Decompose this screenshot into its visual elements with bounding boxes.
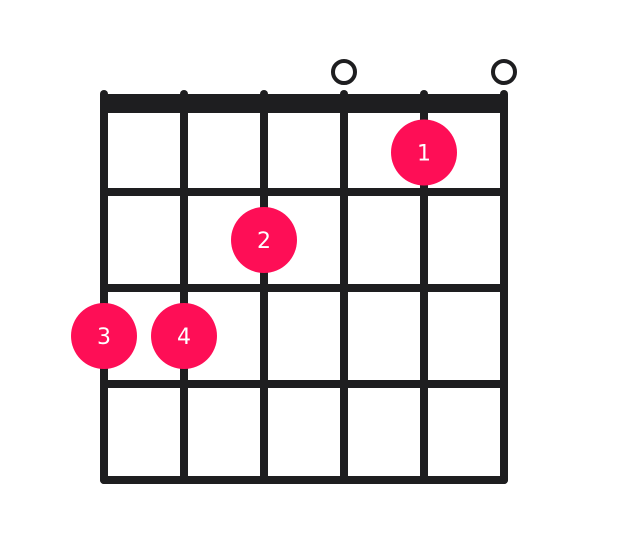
nut bbox=[100, 94, 508, 113]
open-string-marker bbox=[491, 59, 517, 85]
finger-dot bbox=[151, 303, 217, 369]
finger-label: 4 bbox=[177, 325, 191, 350]
finger-dot bbox=[71, 303, 137, 369]
finger-label: 3 bbox=[97, 325, 111, 350]
finger-label: 1 bbox=[417, 142, 431, 167]
open-string-marker bbox=[331, 59, 357, 85]
finger-label: 2 bbox=[257, 229, 271, 254]
finger-dot bbox=[231, 207, 297, 273]
finger-dot bbox=[391, 119, 457, 186]
